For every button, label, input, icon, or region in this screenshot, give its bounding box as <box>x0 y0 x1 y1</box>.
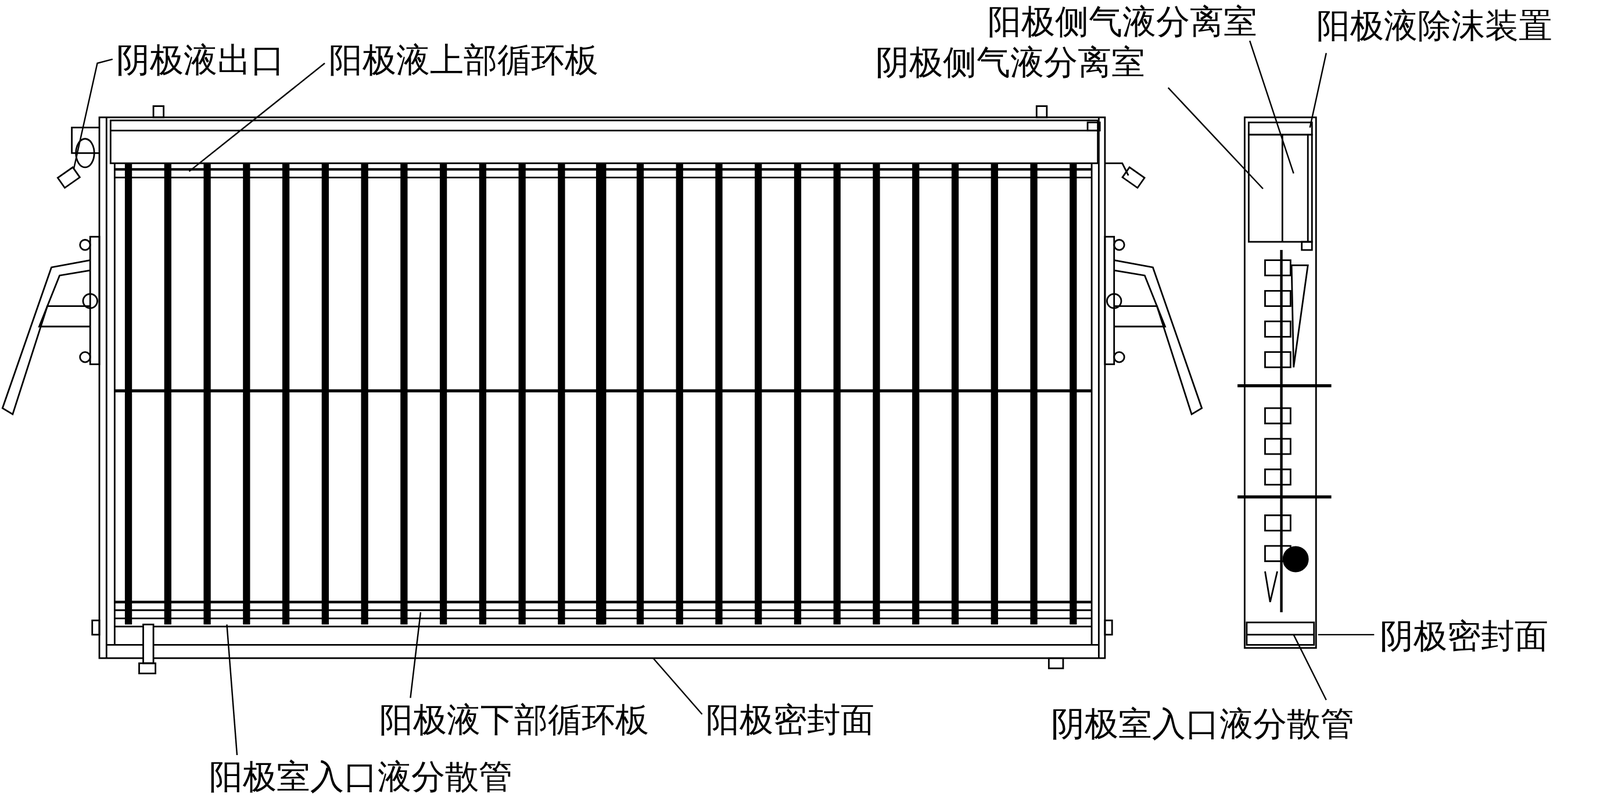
rib-bar <box>636 163 644 624</box>
part-label-wrap: 阴极液出口 <box>116 40 285 80</box>
side-handles <box>2 236 1202 414</box>
rib-bar <box>833 163 841 624</box>
rib-bar <box>203 163 211 624</box>
part-label: 阳极液除沫装置 <box>1316 5 1553 46</box>
part-label: 阳极侧气液分离室 <box>987 1 1258 42</box>
rib-bar <box>479 163 487 624</box>
anode-ribs <box>124 163 1078 624</box>
rib-bar <box>242 163 250 624</box>
part-label-wrap: 阳极侧气液分离室 <box>987 2 1258 42</box>
rib-bar <box>439 163 447 624</box>
part-label-wrap: 阴极室入口液分散管 <box>1050 704 1355 744</box>
side-view <box>1237 117 1332 648</box>
part-label-wrap: 阳极密封面 <box>705 700 875 739</box>
part-label: 阳极室入口液分散管 <box>209 756 513 796</box>
rib-bar <box>715 163 723 624</box>
part-label: 阴极密封面 <box>1379 615 1549 656</box>
front-view-frame <box>57 106 1145 674</box>
rib-bar <box>164 163 172 624</box>
part-label-wrap: 阳极室入口液分散管 <box>209 757 513 796</box>
part-label: 阴极液出口 <box>116 40 285 80</box>
rib-bar <box>1069 163 1077 624</box>
rib-bar <box>676 163 684 624</box>
rib-bar <box>872 163 880 624</box>
rib-bar <box>360 163 368 624</box>
leader-lines <box>73 40 1375 755</box>
part-label-wrap: 阳极液上部循环板 <box>328 40 599 80</box>
part-label-wrap: 阴极密封面 <box>1379 616 1549 656</box>
rib-bar <box>991 163 999 624</box>
part-label: 阳极密封面 <box>705 699 875 739</box>
part-label-wrap: 阳极液下部循环板 <box>379 700 649 739</box>
part-label: 阴极室入口液分散管 <box>1050 703 1355 744</box>
rib-bar <box>557 163 565 624</box>
rib-bar <box>754 163 762 624</box>
rib-bar <box>124 163 132 624</box>
part-label: 阳极液下部循环板 <box>379 699 649 739</box>
rib-bar <box>321 163 329 624</box>
part-label-wrap: 阴极侧气液分离室 <box>875 42 1146 82</box>
rib-bar <box>794 163 802 624</box>
rib-bar <box>1030 163 1038 624</box>
part-label: 阴极侧气液分离室 <box>875 42 1146 82</box>
rib-bar <box>951 163 959 624</box>
rib-bar <box>912 163 920 624</box>
rib-bar <box>282 163 290 624</box>
part-label-wrap: 阳极液除沫装置 <box>1316 6 1553 46</box>
part-label: 阳极液上部循环板 <box>328 40 599 80</box>
center-rib <box>596 163 607 624</box>
rib-bar <box>518 163 526 624</box>
rib-bar <box>400 163 408 624</box>
